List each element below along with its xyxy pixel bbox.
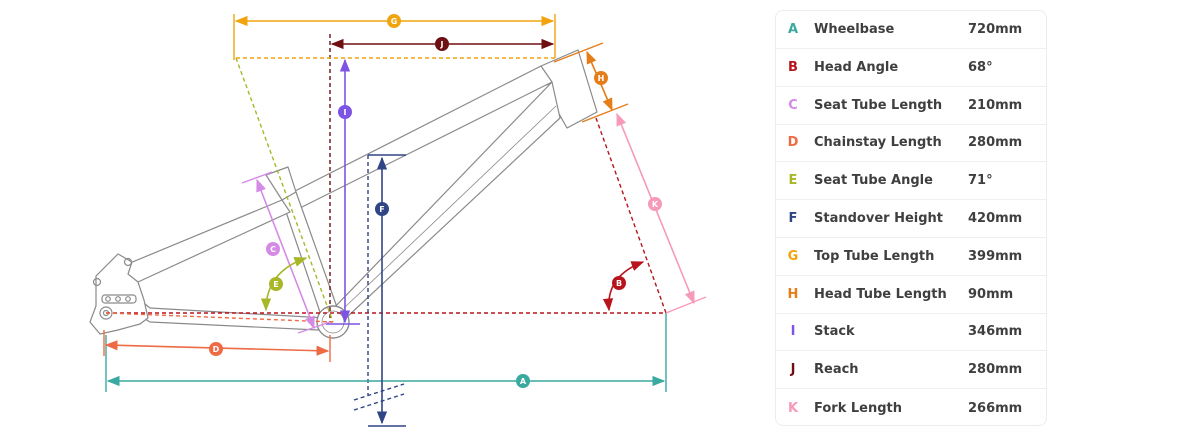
geometry-row-value: 71° [968, 173, 993, 189]
geometry-row-g: G Top Tube Length 399mm [776, 238, 1046, 276]
geometry-row-k: K Fork Length 266mm [776, 389, 1046, 427]
seat-stay [117, 199, 291, 283]
badge-circle [594, 71, 608, 85]
geometry-row-letter: B [788, 59, 798, 75]
badge-circle [338, 105, 352, 119]
geometry-row-label: Chainstay Length [814, 135, 942, 151]
geometry-row-label: Seat Tube Angle [814, 173, 933, 189]
badge-circle [269, 277, 283, 291]
geometry-row-label: Fork Length [814, 400, 902, 416]
geometry-row-letter: D [787, 135, 799, 151]
badge-h: H [594, 71, 608, 85]
geometry-row-letter: G [787, 248, 799, 264]
badge-a: A [516, 374, 530, 388]
geometry-row-value: 420mm [968, 211, 1023, 226]
geometry-row-e: E Seat Tube Angle 71° [776, 162, 1046, 201]
badge-letter: J [440, 40, 444, 49]
geometry-row-j: J Reach 280mm [776, 351, 1046, 390]
dimension-badges: A B C D E F G H I J K [209, 14, 662, 388]
badge-circle [648, 197, 662, 211]
badge-circle [435, 37, 449, 51]
dimension-i-stack [326, 58, 360, 325]
badge-letter: D [213, 345, 220, 354]
badge-f: F [375, 202, 389, 216]
badge-circle [375, 202, 389, 216]
geometry-row-label: Head Tube Length [814, 286, 947, 302]
geometry-row-b: B Head Angle 68° [776, 49, 1046, 87]
geometry-row-letter: E [788, 173, 798, 189]
badge-j: J [435, 37, 449, 51]
bike-frame-geometry-diagram: A B C D E F G H I J K [89, 14, 707, 427]
geometry-row-value: 68° [968, 59, 993, 75]
badge-e: E [269, 277, 283, 291]
badge-circle [516, 374, 530, 388]
geometry-row-label: Reach [814, 362, 859, 378]
geometry-row-c: C Seat Tube Length 210mm [776, 87, 1046, 125]
geometry-row-i: I Stack 346mm [776, 313, 1046, 352]
badge-k: K [648, 197, 662, 211]
rear-axle [99, 306, 113, 320]
geometry-row-value: 210mm [968, 97, 1023, 113]
geometry-row-label: Top Tube Length [814, 248, 935, 264]
badge-letter: A [520, 377, 527, 386]
badge-letter: I [344, 108, 347, 117]
badge-d: D [209, 342, 223, 356]
badge-g: G [387, 14, 401, 28]
geometry-row-f: F Standover Height 420mm [776, 200, 1046, 238]
badge-circle [612, 276, 626, 290]
bike-frame [89, 49, 598, 339]
geometry-row-letter: C [788, 97, 798, 113]
geometry-row-value: 399mm [968, 248, 1023, 264]
geometry-row-letter: F [788, 211, 798, 226]
geometry-row-h: H Head Tube Length 90mm [776, 276, 1046, 314]
chain-stay [139, 299, 327, 331]
dimension-a-wheelbase [105, 313, 667, 392]
geometry-row-letter: A [787, 22, 799, 37]
geometry-row-value: 280mm [968, 362, 1023, 378]
badge-letter: B [616, 279, 622, 288]
badge-i: I [338, 105, 352, 119]
badge-c: C [266, 242, 280, 256]
geometry-row-value: 720mm [968, 22, 1023, 37]
badge-letter: E [273, 280, 278, 289]
geometry-row-value: 346mm [968, 324, 1023, 340]
geometry-row-value: 90mm [968, 286, 1014, 302]
geometry-row-d: D Chainstay Length 280mm [776, 124, 1046, 163]
badge-letter: H [598, 74, 605, 83]
badge-circle [387, 14, 401, 28]
geometry-row-label: Standover Height [814, 211, 943, 226]
geometry-row-label: Stack [814, 324, 855, 340]
badge-letter: G [391, 17, 398, 26]
geometry-row-letter: J [790, 362, 796, 378]
geometry-row-letter: H [787, 286, 799, 302]
badge-circle [266, 242, 280, 256]
badge-letter: F [379, 205, 384, 214]
geometry-row-letter: K [787, 400, 799, 416]
geometry-row-value: 266mm [968, 400, 1023, 416]
geometry-row-a: A Wheelbase 720mm [776, 11, 1046, 49]
geometry-row-letter: I [790, 324, 796, 340]
geometry-row-label: Wheelbase [814, 22, 895, 37]
badge-circle [209, 342, 223, 356]
geometry-row-label: Head Angle [814, 59, 899, 75]
badge-letter: K [652, 200, 659, 209]
geometry-row-label: Seat Tube Length [814, 97, 943, 113]
badge-letter: C [270, 245, 276, 254]
geometry-row-value: 280mm [968, 135, 1023, 151]
badge-b: B [612, 276, 626, 290]
